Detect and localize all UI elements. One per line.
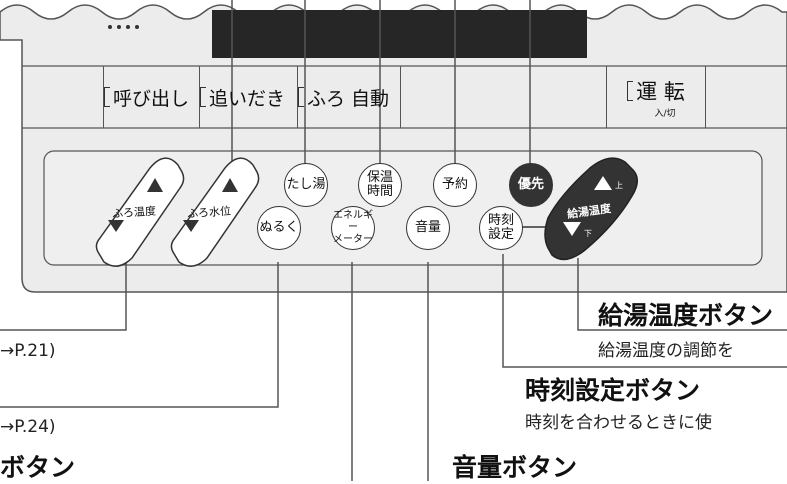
bath-auto-button[interactable]: ふろ 自動	[297, 66, 401, 128]
bath-temp-down-icon	[108, 220, 124, 232]
display-screen	[212, 10, 587, 58]
bracket-mark	[104, 87, 110, 107]
add-hot-water-button[interactable]: たし湯	[284, 163, 328, 207]
supply-callout-title: 給湯温度ボタン	[598, 301, 774, 330]
speaker-dot	[108, 25, 112, 29]
bath-level-up-icon	[222, 178, 238, 192]
speaker-dot	[117, 25, 121, 29]
clock-set-button[interactable]: 時刻設定	[479, 206, 523, 250]
energy-meter-button[interactable]: エネルギーメーター	[331, 206, 375, 250]
partial-button-title: ボタン	[0, 453, 76, 482]
supply-temp-rocker	[544, 157, 638, 261]
bath-level-label: ふろ水位	[186, 204, 232, 221]
supply-temp-down-icon	[563, 222, 581, 236]
priority-button[interactable]: 優先	[509, 163, 553, 207]
bath-temp-up-icon	[147, 178, 163, 192]
page-ref-21: →P.21)	[0, 341, 56, 361]
bath-temp-rocker	[95, 157, 185, 267]
call-button[interactable]: 呼び出し	[103, 66, 200, 128]
power-button[interactable]: 運 転 入/切	[606, 66, 706, 128]
keep-warm-time-button[interactable]: 保温時間	[358, 163, 402, 207]
supply-up-mark: 上	[615, 181, 623, 190]
page-ref-24: →P.24)	[0, 417, 56, 437]
supply-down-mark: 下	[584, 229, 592, 238]
power-sub-label: 入/切	[654, 108, 676, 119]
timer-button[interactable]: 予約	[433, 163, 477, 207]
volume-callout-title: 音量ボタン	[452, 453, 578, 482]
lukewarm-button[interactable]: ぬるく	[257, 206, 301, 250]
speaker-dot	[126, 25, 130, 29]
bracket-mark	[298, 87, 304, 107]
clock-callout-desc: 時刻を合わせるときに使	[525, 413, 712, 433]
supply-callout-desc: 給湯温度の調節を	[598, 341, 734, 361]
bracket-mark	[200, 87, 206, 107]
supply-temp-up-icon	[594, 176, 612, 190]
bath-level-rocker	[170, 157, 260, 267]
bath-temp-label: ふろ温度	[111, 204, 157, 221]
speaker-dot	[135, 25, 139, 29]
bath-level-down-icon	[183, 220, 199, 232]
volume-button[interactable]: 音量	[406, 206, 450, 250]
clock-callout-title: 時刻設定ボタン	[525, 376, 701, 405]
bracket-mark	[627, 80, 634, 101]
reheat-button[interactable]: 追いだき	[199, 66, 297, 128]
